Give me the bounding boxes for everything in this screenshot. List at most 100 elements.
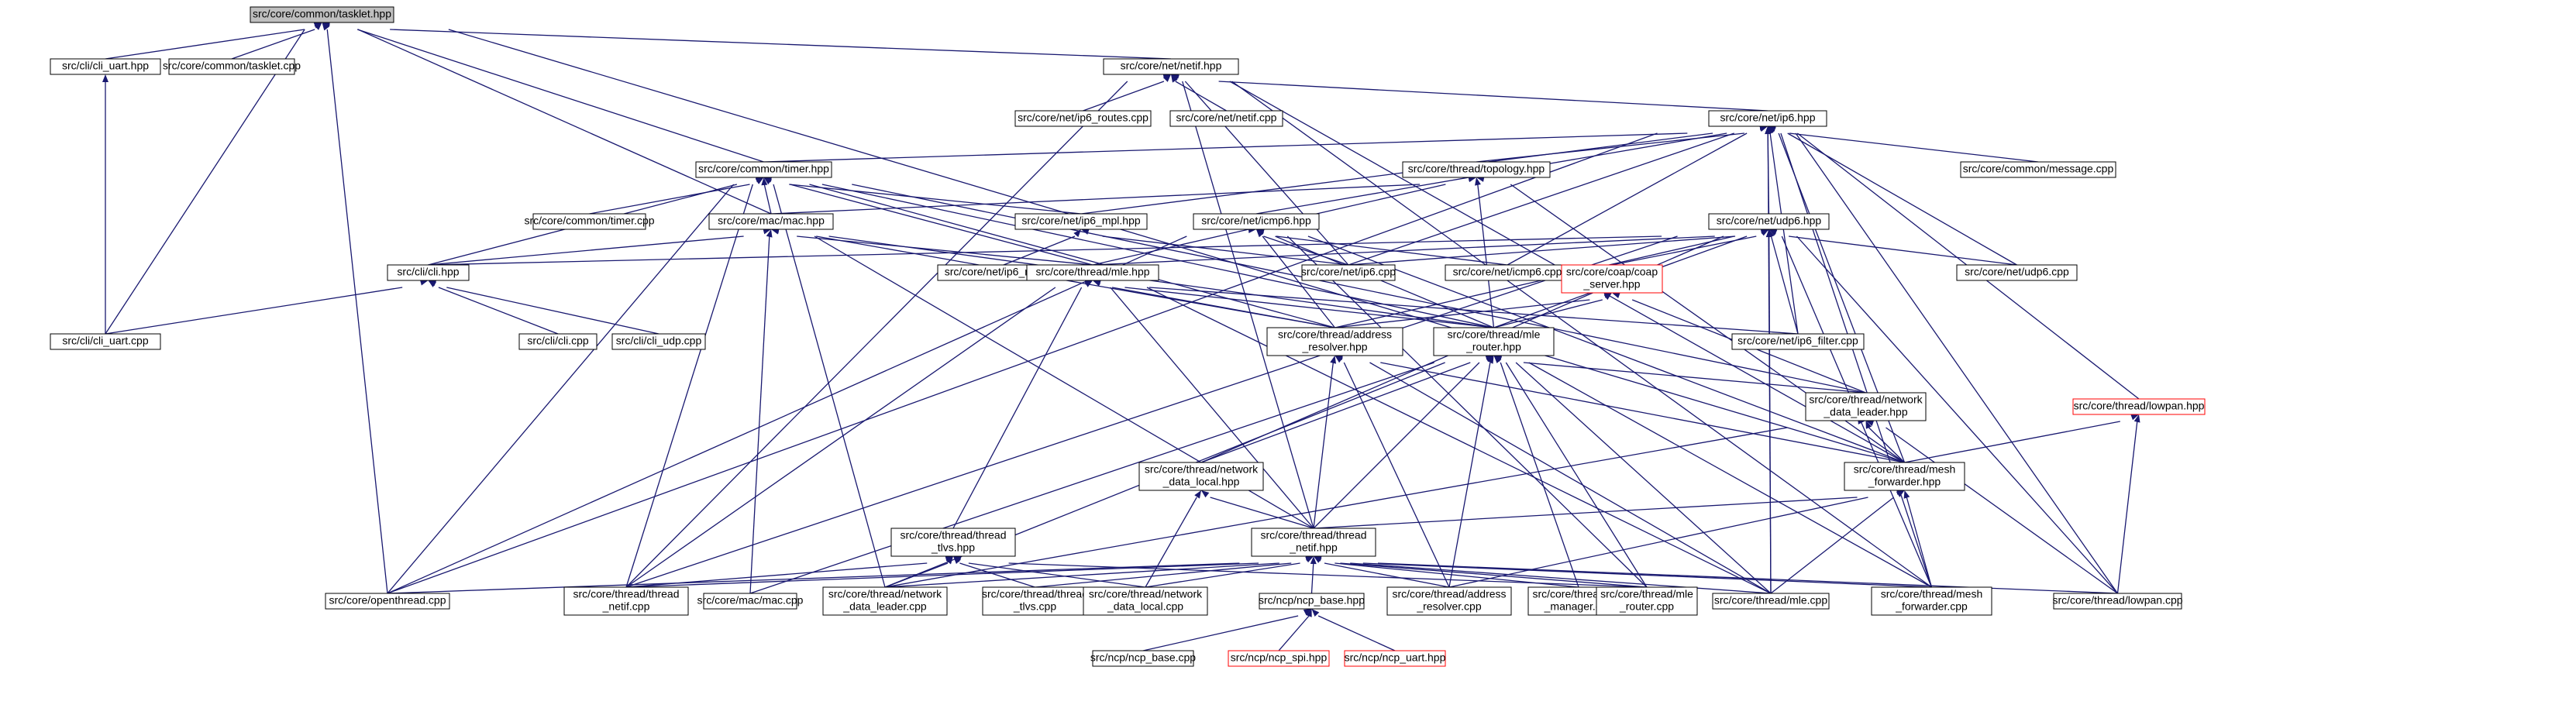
node-ip6-filter-cpp[interactable]: src/core/net/ip6_filter.cpp [1731,333,1865,350]
node-timer-hpp[interactable]: src/core/common/timer.hpp [695,161,832,178]
edge-mle_hpp-to-timer_hpp [790,184,1093,266]
node-cli-cpp[interactable]: src/cli/cli.cpp [518,333,598,350]
node-box [1708,110,1827,127]
node-label: src/core/common/message.cpp [1963,163,2114,175]
node-address-resolver-hpp[interactable]: src/core/thread/address_resolver.hpp [1266,327,1403,356]
arrowhead-lowpan_cpp-to-lowpan_hpp [2133,414,2140,423]
edge-openthread_cpp-to-ip6_hpp [387,132,1658,594]
node-icmp6-hpp[interactable]: src/core/net/icmp6.hpp [1193,213,1320,230]
edge-thread_netif_hpp-to-network_data_local_hpp [1210,497,1314,529]
node-udp6-hpp[interactable]: src/core/net/udp6.hpp [1708,213,1830,230]
edge-thread_netif_hpp-to-mle_router_hpp [1313,362,1480,529]
edge-cli_hpp-to-mac_hpp [428,235,744,266]
node-mle-cpp[interactable]: src/core/thread/mle.cpp [1712,593,1830,610]
node-address-resolver-cpp[interactable]: src/core/thread/address_resolver.cpp [1386,586,1512,616]
node-coap-server-hpp[interactable]: src/core/coap/coap_server.hpp [1561,264,1663,294]
node-box [1026,264,1159,281]
node-thread-netif-cpp[interactable]: src/core/thread/thread_netif.cpp [563,586,689,616]
node-label: _data_local.cpp [1107,600,1183,613]
edge-ip6_filter_cpp-to-udp6_hpp [1770,235,1799,335]
node-mle-hpp[interactable]: src/core/thread/mle.hpp [1026,264,1159,281]
node-label: src/core/net/udp6.cpp [1965,266,2069,278]
node-label: src/core/mac/mac.cpp [697,594,804,607]
node-box [1014,213,1148,230]
node-label: src/core/net/icmp6.cpp [1453,266,1562,278]
node-ncp-base-hpp[interactable]: src/ncp/ncp_base.hpp [1259,593,1365,610]
node-box [1712,593,1830,610]
node-ncp-uart-hpp[interactable]: src/ncp/ncp_uart.hpp [1344,650,1446,667]
edge-cli_hpp-to-udp6_hpp [428,235,1662,266]
node-icmp6-cpp[interactable]: src/core/net/icmp6.cpp [1445,264,1570,281]
node-netif-cpp[interactable]: src/core/net/netif.cpp [1169,110,1283,127]
node-lowpan-cpp[interactable]: src/core/thread/lowpan.cpp [2052,593,2183,610]
node-thread-tlvs-hpp[interactable]: src/core/thread/thread_tlvs.hpp [890,528,1016,557]
node-lowpan-hpp[interactable]: src/core/thread/lowpan.hpp [2072,398,2206,415]
node-box [563,586,689,616]
edge-thread_netif_cpp-to-netif_hpp [625,81,1128,588]
node-netif-hpp[interactable]: src/core/net/netif.hpp [1103,58,1239,75]
edge-mle_router_hpp-to-mle_hpp [1124,287,1494,328]
node-label: src/core/thread/thread [573,588,680,600]
node-label: src/core/thread/network [828,588,942,600]
node-message-cpp[interactable]: src/core/common/message.cpp [1960,161,2116,178]
node-ncp-base-cpp[interactable]: src/ncp/ncp_base.cpp [1090,650,1196,667]
node-network-data-leader-hpp[interactable]: src/core/thread/network_data_leader.hpp [1805,392,1927,421]
arrowhead-thread_netif_hpp-to-address_resolver_hpp [1330,356,1337,364]
edge-mac_hpp-to-topology_hpp [770,184,1421,215]
node-cli-hpp[interactable]: src/cli/cli.hpp [387,264,470,281]
node-label: _server.hpp [1582,278,1640,290]
edge-mle_cpp-to-udp6_hpp [1768,235,1772,594]
node-label: src/core/thread/network [1089,588,1203,600]
node-box [1956,264,2078,281]
node-label: _netif.cpp [602,600,650,613]
edge-address_resolver_hpp-to-icmp6_hpp [1262,235,1336,328]
edge-ncp_base_hpp-to-thread_netif_hpp [1310,562,1314,594]
node-network-data-leader-cpp[interactable]: src/core/thread/network_data_leader.cpp [822,586,948,616]
node-label: _router.hpp [1465,341,1521,353]
node-network-data-local-hpp[interactable]: src/core/thread/network_data_local.hpp [1138,462,1264,491]
node-box [1301,264,1396,281]
node-mesh-forwarder-hpp[interactable]: src/core/thread/mesh_forwarder.hpp [1844,462,1965,491]
node-label: src/core/thread/address [1392,588,1506,600]
node-mesh-forwarder-cpp[interactable]: src/core/thread/mesh_forwarder.cpp [1871,586,1992,616]
node-network-data-local-cpp[interactable]: src/core/thread/network_data_local.cpp [1083,586,1208,616]
node-tasklet-cpp[interactable]: src/core/common/tasklet.cpp [163,58,301,75]
edge-icmp6_cpp-to-icmp6_hpp [1276,235,1508,266]
node-udp6-cpp[interactable]: src/core/net/udp6.cpp [1956,264,2078,281]
node-cli-uart-hpp[interactable]: src/cli/cli_uart.hpp [50,58,161,75]
node-tasklet-hpp[interactable]: src/core/common/tasklet.hpp [250,6,394,23]
edge-mesh_forwarder_cpp-to-thread_netif_hpp [1362,562,1932,588]
node-mac-hpp[interactable]: src/core/mac/mac.hpp [708,213,834,230]
node-box [1386,586,1512,616]
node-topology-hpp[interactable]: src/core/thread/topology.hpp [1402,161,1551,178]
edge-timer_cpp-to-timer_hpp [589,184,750,215]
node-cli-udp-cpp[interactable]: src/cli/cli_udp.cpp [611,333,706,350]
node-timer-cpp[interactable]: src/core/common/timer.cpp [524,213,655,230]
node-thread-tlvs-cpp[interactable]: src/core/thread/thread_tlvs.cpp [982,586,1088,616]
node-cli-uart-cpp[interactable]: src/cli/cli_uart.cpp [50,333,161,350]
node-ip6-hpp[interactable]: src/core/net/ip6.hpp [1708,110,1827,127]
arrowhead-mesh_forwarder_cpp-to-mesh_forwarder_hpp [1903,490,1910,499]
node-mle-router-cpp[interactable]: src/core/thread/mle_router.cpp [1596,586,1698,616]
node-mle-router-hpp[interactable]: src/core/thread/mle_router.hpp [1433,327,1555,356]
arrowhead-mle_router_hpp-to-topology_hpp [1475,177,1481,186]
edge-mesh_forwarder_hpp-to-icmp6_hpp [1307,235,1905,463]
node-label: src/ncp/ncp_spi.hpp [1231,651,1328,664]
edge-network_data_local_cpp-to-network_data_local_hpp [1145,497,1197,588]
edge-thread_netif_hpp-to-mesh_forwarder_hpp [1313,497,1858,529]
edge-cli_uart_cpp-to-tasklet_hpp [105,29,305,335]
node-thread-netif-hpp[interactable]: src/core/thread/thread_netif.hpp [1251,528,1376,557]
edge-udp6_cpp-to-udp6_hpp [1789,235,2017,266]
node-box [890,528,1016,557]
node-ip6-mpl-hpp[interactable]: src/core/net/ip6_mpl.hpp [1014,213,1148,230]
node-ncp-spi-hpp[interactable]: src/ncp/ncp_spi.hpp [1228,650,1330,667]
arrowhead-mesh_forwarder_hpp-to-network_data_leader_hpp [1865,421,1872,429]
edge-address_resolver_cpp-to-thread_netif_hpp [1324,562,1450,588]
node-ip6-cpp[interactable]: src/core/net/ip6.cpp [1301,264,1396,281]
node-label: src/cli/cli_uart.hpp [62,60,149,72]
node-openthread-cpp[interactable]: src/core/openthread.cpp [325,593,450,610]
node-mac-cpp[interactable]: src/core/mac/mac.cpp [697,593,804,610]
node-ip6-routes-cpp[interactable]: src/core/net/ip6_routes.cpp [1014,110,1152,127]
node-box [1731,333,1865,350]
edge-ncp_spi_hpp-to-ncp_base_hpp [1278,615,1310,651]
